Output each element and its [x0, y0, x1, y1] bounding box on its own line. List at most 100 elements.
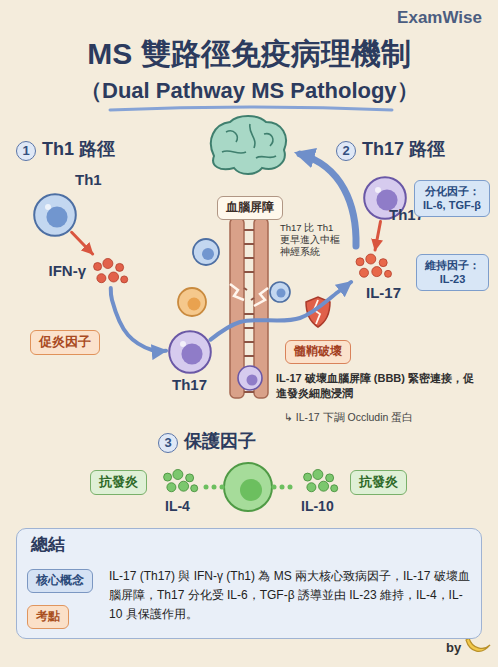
- cell-nucleus: [181, 343, 202, 364]
- cytokine-dots: [160, 468, 198, 494]
- box-text: 分化因子：: [423, 184, 481, 198]
- footer-credit: by: [446, 640, 461, 656]
- cell-nucleus: [202, 248, 214, 260]
- box-text: 抗發炎: [359, 474, 398, 491]
- banana-icon: [466, 638, 490, 651]
- blue-cell: [193, 239, 219, 265]
- brain-fold: [226, 131, 237, 142]
- brain-fold: [256, 156, 276, 158]
- tight-junction: [244, 391, 254, 393]
- tight-junction: [244, 355, 254, 357]
- cytokine-dot: [356, 258, 364, 266]
- cytokine-dot: [103, 259, 113, 269]
- cytokine-label: IL-17: [366, 284, 401, 302]
- tight-junction: [244, 257, 254, 259]
- brain-outline: [211, 116, 286, 174]
- cytokine-dot: [372, 267, 382, 277]
- label-box: 抗發炎: [350, 470, 407, 495]
- label-box: 髓鞘破壞: [285, 340, 351, 364]
- cell-nucleus: [46, 206, 67, 227]
- cytokine-label: IL-10: [301, 498, 334, 515]
- connector-arrow: [375, 222, 380, 250]
- cytokine-dot: [366, 254, 376, 264]
- cytokine-dot: [304, 473, 312, 481]
- secretion-dot: [220, 485, 225, 490]
- cytokine-dot: [179, 481, 189, 491]
- summary-panel: 核心概念考點 總結 IL-17 (Th17) 與 IFN-γ (Th1) 為 MS …: [16, 528, 482, 639]
- cytokine-dot: [186, 474, 194, 482]
- tight-junction: [244, 243, 254, 245]
- cytokine-label: IFN-γ: [49, 262, 87, 280]
- cell-nucleus: [188, 298, 201, 311]
- brand-name: ExamWise: [397, 8, 482, 28]
- factor-box: 維持因子：IL-23: [416, 254, 489, 291]
- box-text: 維持因子：: [425, 258, 480, 272]
- cell-shape: [168, 330, 212, 374]
- tight-junction: [244, 341, 254, 343]
- note-text: ↳ IL-17 下調 Occludin 蛋白: [284, 411, 413, 424]
- tight-junction: [244, 313, 254, 315]
- panel-heading: 總結: [31, 535, 65, 555]
- cytokine-dot: [307, 483, 316, 492]
- section-heading: Th1 路徑: [42, 139, 115, 161]
- tag-box: 核心概念: [27, 569, 93, 593]
- cytokine-dot: [379, 259, 387, 267]
- green-cell: [224, 463, 272, 511]
- secretion-dot: [212, 485, 217, 490]
- callout-number: 1: [16, 141, 36, 161]
- section-heading: 保護因子: [184, 431, 256, 453]
- cytokine-dot: [167, 483, 176, 492]
- secretion-dot: [288, 485, 293, 490]
- box-text: IL-6, TGF-β: [423, 198, 481, 212]
- section-heading: Th17 路徑: [362, 139, 445, 161]
- brain-fold: [250, 124, 255, 148]
- cytokine-cluster: IL-4: [160, 468, 198, 494]
- tight-junction: [244, 271, 254, 273]
- tight-junction: [244, 327, 254, 329]
- cytokine-dot: [313, 470, 323, 480]
- connector-arrow: [211, 282, 351, 340]
- subtitle: （Dual Pathway MS Pathology）: [80, 78, 419, 104]
- cytokine-cluster: IL-17: [352, 252, 392, 280]
- barrier-crack: [254, 288, 268, 306]
- broken-junction: [251, 298, 254, 300]
- cytokine-dots: [352, 252, 392, 280]
- cytokine-dots: [300, 468, 338, 494]
- cytokine-cluster: IFN-γ: [90, 256, 128, 286]
- cytokine-dot: [385, 270, 392, 277]
- cell-nucleus: [277, 289, 286, 298]
- brain-icon: [211, 116, 286, 174]
- title: MS 雙路徑免疫病理機制: [0, 34, 498, 75]
- cell-membrane: [169, 331, 211, 373]
- cytokine-cluster: IL-10: [300, 468, 338, 494]
- protective-cell: [204, 463, 293, 511]
- cytokine-dots: [90, 256, 128, 286]
- connector-arrow: [72, 232, 93, 254]
- cytokine-dot: [319, 481, 329, 491]
- cytokine-dot: [116, 263, 124, 271]
- cell-nucleus: [240, 479, 262, 501]
- barrier-crack: [230, 284, 244, 300]
- factor-box: 分化因子：IL-6, TGF-β: [414, 180, 490, 217]
- tag-box: 考點: [27, 605, 69, 629]
- cell-membrane: [34, 194, 76, 236]
- box-text: 髓鞘破壞: [294, 344, 342, 360]
- box-text: 促炎因子: [39, 334, 91, 351]
- label-box: 抗發炎: [90, 470, 147, 495]
- box-text: IL-23: [425, 272, 480, 286]
- brain-fold: [222, 151, 246, 153]
- purple-cell: [238, 366, 262, 390]
- cytokine-dot: [173, 470, 183, 480]
- panel-body: IL-17 (Th17) 與 IFN-γ (Th1) 為 MS 兩大核心致病因子…: [109, 567, 475, 625]
- brain-fold: [264, 134, 273, 146]
- cytokine-dot: [97, 274, 106, 283]
- cell-label: Th1: [75, 171, 102, 189]
- orange-cell: [178, 288, 206, 316]
- note-text: IL-17 破壞血腦屏障 (BBB) 緊密連接，促進發炎細胞浸潤: [276, 371, 476, 402]
- th17-cell: Th17: [168, 330, 212, 374]
- box-text: 核心概念: [36, 573, 84, 589]
- cytokine-dot: [121, 276, 128, 283]
- th1-cell: Th1: [33, 193, 77, 237]
- box-text: 抗發炎: [99, 474, 138, 491]
- cell-highlight: [45, 204, 51, 210]
